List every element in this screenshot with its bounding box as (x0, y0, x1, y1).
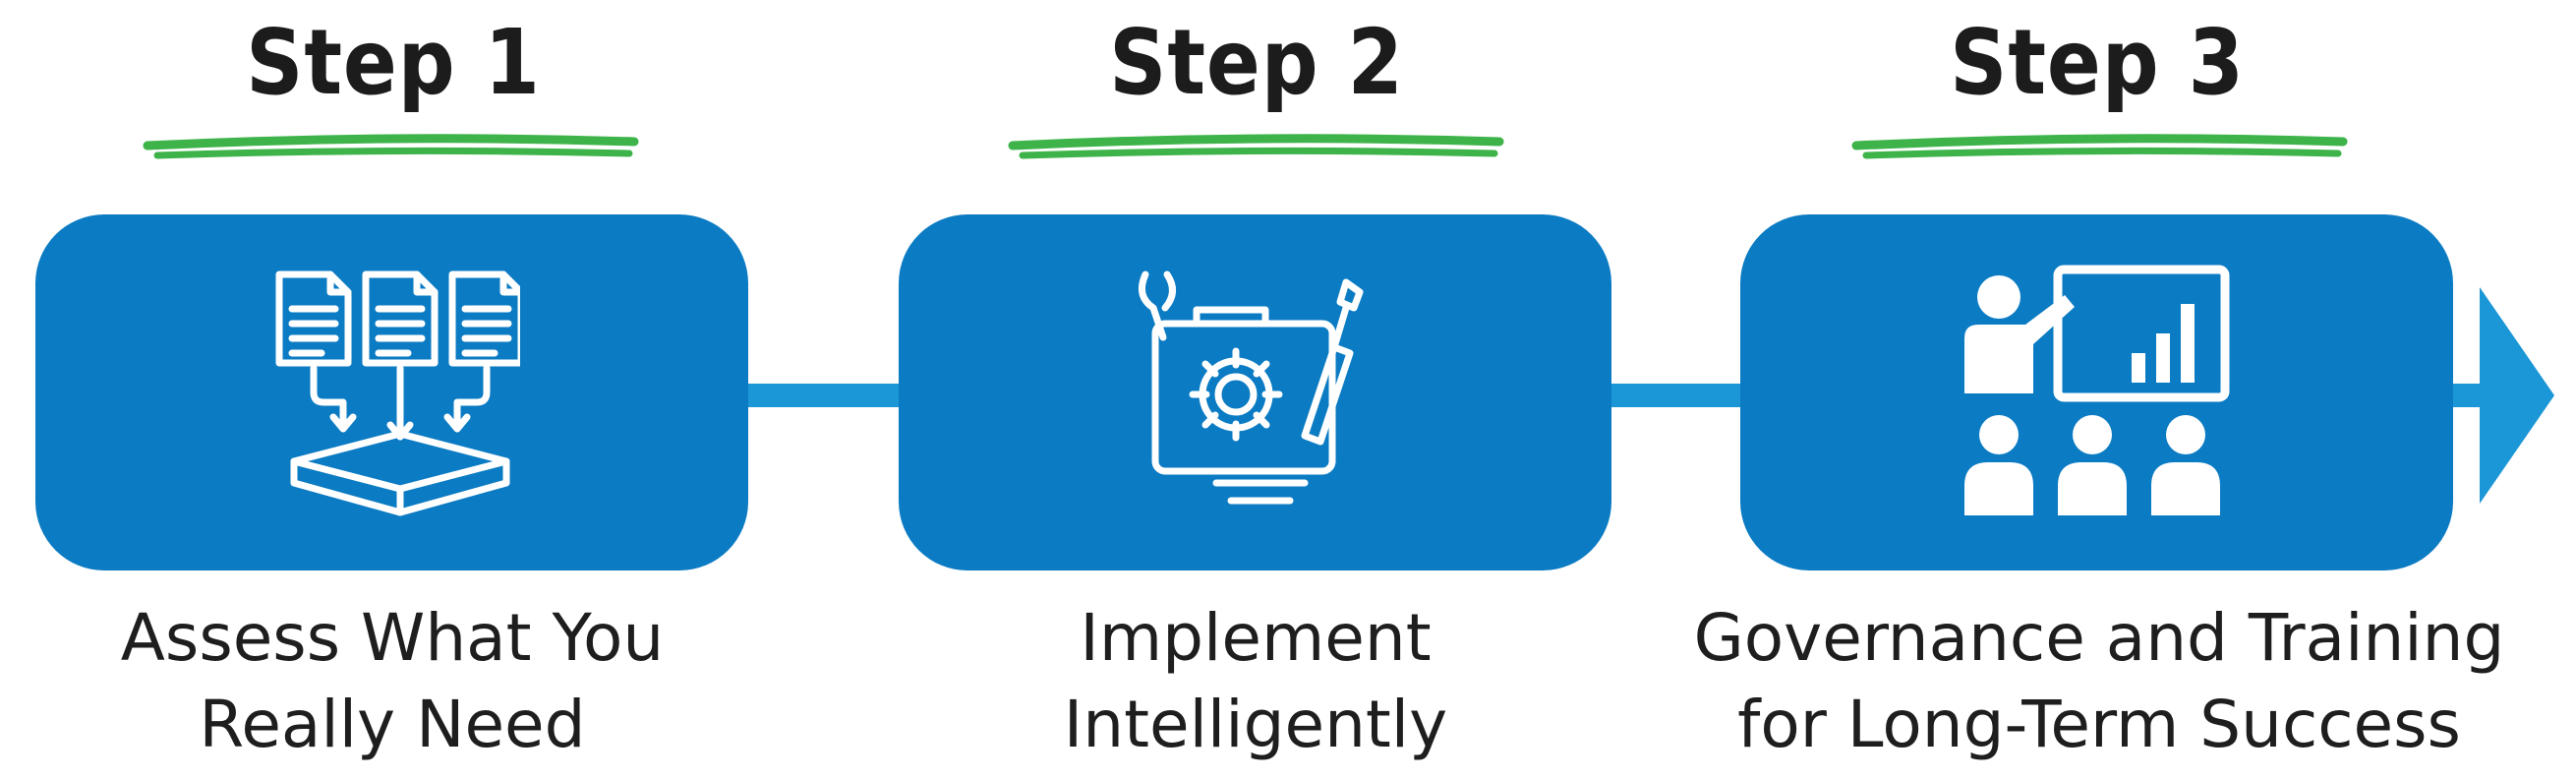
step-1-underline (143, 134, 639, 159)
step-1-caption: Assess What You Really Need (0, 595, 835, 768)
step-3-caption-line-2: for Long-Term Success (1737, 687, 2461, 762)
step-3-caption-line-1: Governance and Training (1693, 600, 2505, 676)
documents-to-tray-icon (275, 270, 520, 516)
step-2-card (899, 214, 1611, 570)
step-2-underline (1008, 134, 1504, 159)
toolbox-gear-wrench-screwdriver-icon (1138, 270, 1363, 505)
step-1-title: Step 1 (246, 10, 541, 115)
step-3-underline (1851, 134, 2348, 159)
step-3-caption: Governance and Training for Long-Term Su… (1657, 595, 2542, 768)
step-2-caption-line-1: Implement (1080, 600, 1432, 676)
step-3-card (1740, 214, 2453, 570)
connector-arrowhead (2480, 287, 2554, 504)
step-1-caption-line-2: Really Need (199, 687, 586, 762)
step-2-title: Step 2 (1109, 10, 1404, 115)
step-1-card (35, 214, 748, 570)
step-2-caption: Implement Intelligently (813, 595, 1698, 768)
step-3-title: Step 3 (1950, 10, 2245, 115)
step-2-caption-line-2: Intelligently (1063, 687, 1448, 762)
presenter-audience-chart-icon (1963, 265, 2229, 515)
step-1-caption-line-1: Assess What You (120, 600, 665, 676)
